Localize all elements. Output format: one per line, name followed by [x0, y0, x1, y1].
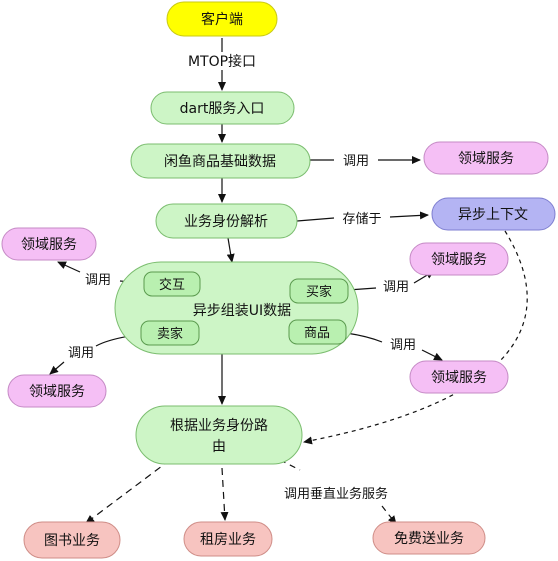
- call-label-goods: 调用: [390, 338, 416, 353]
- call-label-buyer: 调用: [383, 280, 409, 295]
- client-label: 客户端: [201, 11, 243, 28]
- route-label-line2: 由: [212, 439, 226, 455]
- async-context-label: 异步上下文: [458, 207, 528, 223]
- books-label: 图书业务: [44, 533, 100, 549]
- seller-label: 卖家: [157, 326, 183, 342]
- domain-service-node-2: [1, 227, 97, 261]
- free-delivery-node: [372, 521, 486, 555]
- async-context-node: [431, 197, 556, 231]
- base-data-node: [130, 143, 311, 179]
- seller-node: [140, 320, 200, 346]
- identity-parse-node: [155, 203, 298, 239]
- domain-service-node-5: [409, 360, 509, 394]
- dart-node: [150, 91, 295, 125]
- call-label-seller: 调用: [68, 346, 94, 361]
- edge-route-books: [85, 459, 171, 524]
- edge-seller-domain4-b: [49, 361, 65, 375]
- edge-interact-domain2-b: [57, 261, 81, 273]
- dart-label: dart服务入口: [180, 101, 265, 117]
- edge-identity-async-b: [389, 211, 429, 220]
- call-label-1: 调用: [343, 154, 369, 169]
- rental-node: [183, 521, 273, 557]
- edge-route-free-b: [381, 505, 397, 525]
- free-delivery-label: 免费送业务: [394, 531, 464, 547]
- buyer-label: 买家: [306, 284, 332, 300]
- domain-service-label-5: 领域服务: [431, 370, 487, 386]
- domain-service-label-3: 领域服务: [431, 252, 487, 268]
- edge-identity-async-a: [296, 217, 335, 222]
- buyer-node: [289, 278, 349, 304]
- domain-service-label-2: 领域服务: [21, 237, 77, 253]
- books-node: [23, 521, 121, 559]
- goods-label: 商品: [304, 326, 330, 341]
- base-data-label: 闲鱼商品基础数据: [164, 153, 276, 170]
- goods-node: [288, 319, 347, 345]
- interact-label: 交互: [159, 277, 185, 293]
- edge-goods-domain5-b: [421, 349, 443, 361]
- assemble-ui-label: 异步组装UI数据: [193, 303, 291, 319]
- identity-parse-label: 业务身份解析: [184, 214, 268, 230]
- route-node: [135, 405, 303, 465]
- domain-service-node-4: [7, 374, 107, 408]
- edge-route-rental: [220, 467, 229, 521]
- call-label-interact: 调用: [85, 273, 111, 288]
- route-label-line1: 根据业务身份路: [170, 418, 268, 434]
- interact-node: [143, 271, 201, 297]
- edge-identity-assemble: [226, 237, 235, 263]
- store-in-label: 存储于: [342, 212, 381, 227]
- client-node: [166, 1, 278, 37]
- domain-service-label-4: 领域服务: [29, 384, 85, 400]
- edge-goods-domain5: [345, 332, 383, 343]
- domain-service-node-3: [409, 242, 509, 276]
- domain-service-label-1: 领域服务: [458, 151, 514, 167]
- vertical-call-label: 调用垂直业务服务: [284, 486, 388, 502]
- rental-label: 租房业务: [200, 532, 256, 548]
- domain-service-node-1: [423, 141, 549, 175]
- mtop-label: MTOP接口: [188, 53, 256, 70]
